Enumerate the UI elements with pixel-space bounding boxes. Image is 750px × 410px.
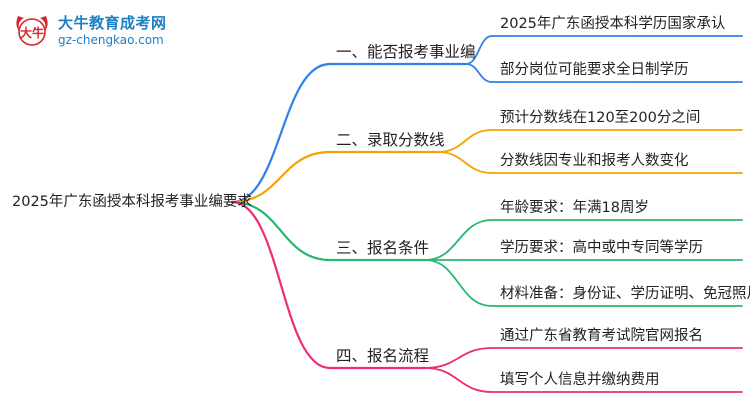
branch-connector <box>230 150 332 204</box>
leaf-connector <box>424 347 493 369</box>
branch-label: 一、能否报考事业编 <box>336 43 476 61</box>
leaf-label: 学历要求：高中或中专同等学历 <box>500 240 703 256</box>
logo-bull-icon: 大牛 <box>16 16 48 46</box>
leaf-connector <box>465 63 493 83</box>
root-topic: 2025年广东函授本科报考事业编要求 <box>12 194 252 210</box>
leaf-connector <box>437 129 493 153</box>
leaf-label: 材料准备：身份证、学历证明、免冠照片 <box>500 286 750 302</box>
logo-url: gz-chengkao.com <box>58 33 164 47</box>
leaf-connector <box>465 35 493 65</box>
branch-label: 二、录取分数线 <box>336 131 445 149</box>
leaf-label: 通过广东省教育考试院官网报名 <box>500 328 703 344</box>
leaf-connector <box>424 219 493 261</box>
branch-label: 三、报名条件 <box>336 239 430 257</box>
leaf-label: 2025年广东函授本科学历国家承认 <box>500 16 726 32</box>
branch-connector <box>230 200 332 262</box>
branch-label: 四、报名流程 <box>336 347 430 365</box>
leaf-label: 填写个人信息并缴纳费用 <box>500 372 660 388</box>
logo-name: 大牛教育成考网 <box>58 14 167 32</box>
leaf-label: 预计分数线在120至200分之间 <box>500 110 701 126</box>
branch-connector <box>230 200 332 370</box>
leaf-label: 部分岗位可能要求全日制学历 <box>500 62 689 78</box>
leaf-label: 分数线因专业和报考人数变化 <box>500 153 689 169</box>
logo-mark-text: 大牛 <box>20 25 44 40</box>
leaf-connector <box>437 151 493 174</box>
leaf-connector <box>424 259 493 307</box>
leaf-connector <box>424 367 493 393</box>
site-logo[interactable]: 大牛 大牛教育成考网 gz-chengkao.com <box>12 10 182 54</box>
branch-connector <box>230 62 332 204</box>
connector-lines <box>230 35 743 393</box>
leaf-label: 年龄要求：年满18周岁 <box>500 200 649 216</box>
